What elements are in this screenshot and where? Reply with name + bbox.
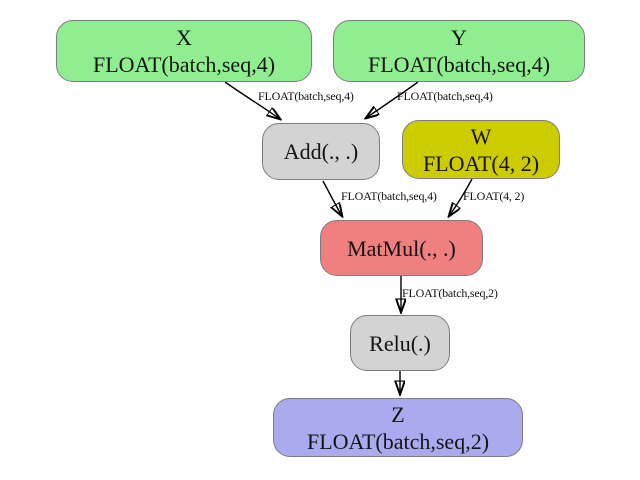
edge-y-add [366, 81, 419, 118]
node-relu-name: Relu(.) [369, 330, 431, 356]
node-w-name: W [470, 123, 492, 149]
node-matmul: MatMul(., .) [320, 220, 483, 276]
node-x-name: X [176, 25, 192, 50]
node-z-name: Z [391, 401, 405, 427]
node-w: W FLOAT(4, 2) [402, 120, 560, 179]
edge-add-matmul [322, 180, 342, 216]
edge-label-y-add: FLOAT(batch,seq,4) [397, 89, 493, 103]
edge-x-add [224, 81, 280, 119]
node-z: Z FLOAT(batch,seq,2) [273, 398, 523, 457]
node-matmul-name: MatMul(., .) [347, 235, 456, 261]
edge-label-matmul-relu: FLOAT(batch,seq,2) [402, 286, 498, 300]
node-relu: Relu(.) [350, 315, 450, 371]
edge-w-matmul [449, 178, 473, 216]
node-z-type: FLOAT(batch,seq,2) [306, 428, 490, 454]
edge-label-add-matmul: FLOAT(batch,seq,4) [341, 189, 437, 203]
node-y-type: FLOAT(batch,seq,4) [367, 52, 551, 77]
node-w-type: FLOAT(4, 2) [422, 150, 540, 176]
node-x-type: FLOAT(batch,seq,4) [92, 52, 276, 77]
node-add: Add(., .) [262, 123, 380, 180]
node-y: Y FLOAT(batch,seq,4) [333, 20, 585, 82]
edge-label-w-matmul: FLOAT(4, 2) [463, 189, 525, 203]
node-x: X FLOAT(batch,seq,4) [56, 20, 312, 82]
edge-label-x-add: FLOAT(batch,seq,4) [258, 89, 354, 103]
node-y-name: Y [451, 25, 467, 50]
node-add-name: Add(., .) [283, 139, 359, 164]
